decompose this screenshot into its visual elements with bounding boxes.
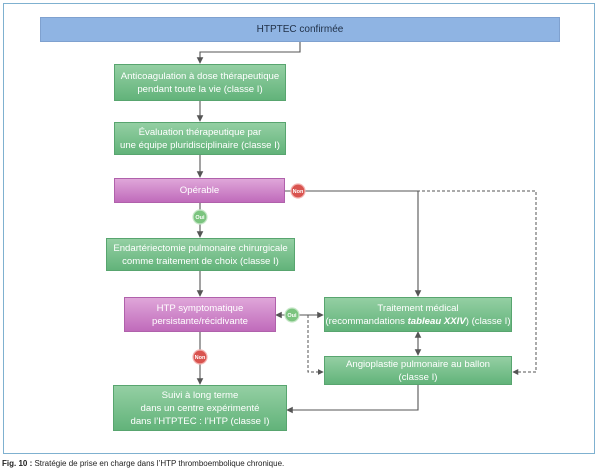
node-medical-treatment: Traitement médical (recommandations tabl… [324, 297, 512, 332]
node-evaluation-line1: Évaluation thérapeutique par [138, 126, 262, 138]
badge-oui-htp-text: Oui [287, 313, 297, 319]
dashed-operable-to-angio [297, 190, 537, 375]
node-long-term-followup-line2: dans un centre expérimenté [140, 402, 260, 414]
badge-non-operable: Non [290, 183, 306, 199]
badge-non-htp: Non [192, 349, 208, 365]
arrow-operable-to-medical [285, 190, 422, 297]
node-medical-treatment-line2: (recommandations tableau XXIV) (classe I… [325, 315, 510, 328]
node-htp-persistent-line2: persistante/récidivante [152, 315, 248, 327]
node-anticoagulation-line1: Anticoagulation à dose thérapeutique [120, 70, 280, 82]
node-htptec-confirmed: HTPTEC confirmée [40, 17, 560, 42]
node-operable: Opérable [114, 178, 285, 203]
node-evaluation-line2: une équipe pluridisciplinaire (classe I) [120, 139, 280, 151]
diagram-frame [3, 3, 595, 454]
node-htp-persistent-line1: HTP symptomatique [156, 302, 244, 314]
arrow-angio-to-followup [286, 385, 419, 414]
figure-caption-text: Stratégie de prise en charge dans l’HTP … [32, 459, 285, 468]
node-medical-treatment-line2-pre: (recommandations [325, 315, 408, 327]
node-medical-treatment-line1: Traitement médical [377, 302, 459, 314]
node-medical-treatment-line2-ref: tableau XXIV [407, 315, 466, 327]
node-anticoagulation: Anticoagulation à dose thérapeutique pen… [114, 64, 286, 101]
node-balloon-angioplasty-line2: (classe I) [398, 371, 438, 383]
figure-caption: Fig. 10 : Stratégie de prise en charge d… [2, 459, 284, 468]
dashed-htp-to-angio [307, 315, 324, 375]
node-long-term-followup-line3: dans l’HTPTEC : l’HTP (classe I) [130, 415, 270, 427]
node-medical-treatment-line2-post: ) (classe I) [465, 315, 511, 327]
badge-oui-htp: Oui [284, 307, 300, 323]
node-endarteriectomy-line2: comme traitement de choix (classe I) [122, 255, 279, 267]
figure-caption-label: Fig. 10 : [2, 459, 33, 468]
node-htp-persistent: HTP symptomatique persistante/récidivant… [124, 297, 276, 332]
node-balloon-angioplasty: Angioplastie pulmonaire au ballon (class… [324, 356, 512, 385]
badge-oui-operable: Oui [192, 209, 208, 225]
badge-non-operable-text: Non [293, 189, 304, 195]
node-endarteriectomy-line1: Endartériectomie pulmonaire chirurgicale [113, 242, 288, 254]
node-htptec-confirmed-label: HTPTEC confirmée [256, 24, 344, 35]
node-anticoagulation-line2: pendant toute la vie (classe I) [137, 83, 263, 95]
node-long-term-followup: Suivi à long terme dans un centre expéri… [113, 385, 287, 431]
node-long-term-followup-line1: Suivi à long terme [161, 389, 239, 401]
badge-non-htp-text: Non [195, 355, 206, 361]
badge-oui-operable-text: Oui [195, 215, 205, 221]
node-balloon-angioplasty-line1: Angioplastie pulmonaire au ballon [345, 358, 490, 370]
arrow-confirmed-to-anticoag [196, 42, 301, 64]
node-endarteriectomy: Endartériectomie pulmonaire chirurgicale… [106, 238, 295, 271]
node-evaluation: Évaluation thérapeutique par une équipe … [114, 122, 286, 155]
node-operable-label: Opérable [179, 185, 220, 196]
